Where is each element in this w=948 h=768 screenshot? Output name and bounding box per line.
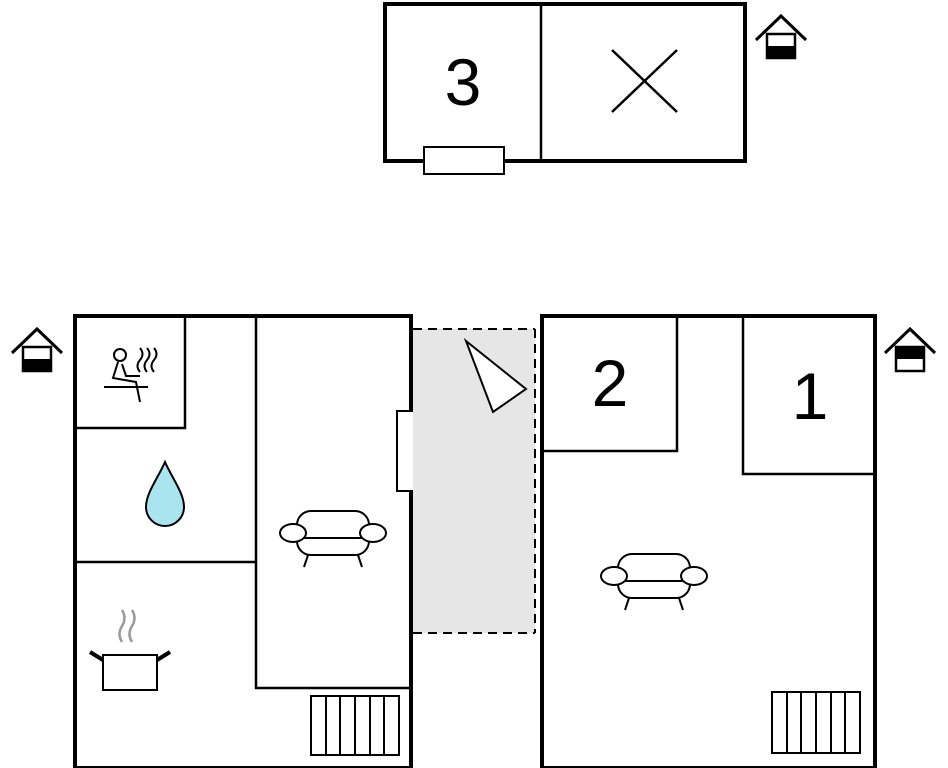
house-level-icon <box>883 326 937 373</box>
bedroom-1-walls <box>741 318 873 476</box>
compass-pointer-icon <box>463 337 528 414</box>
cooking-pot-icon <box>88 609 172 691</box>
right-outline <box>540 314 877 768</box>
room-number-2: 2 <box>592 346 629 420</box>
bedroom-2-walls <box>544 318 679 453</box>
radiator-icon <box>771 691 861 754</box>
terrace-fill <box>413 329 535 633</box>
covered-terrace <box>413 328 536 634</box>
sauna-icon <box>104 347 158 403</box>
house-level-icon <box>10 326 64 373</box>
sauna-walls <box>77 318 187 430</box>
sofa-icon <box>600 553 708 611</box>
annex-building: 3 <box>383 2 747 175</box>
annex-door <box>423 146 505 175</box>
main-building-right: 2 1 <box>540 314 877 768</box>
radiator-icon <box>310 695 400 756</box>
left-outline <box>73 314 413 768</box>
house-level-icon <box>754 13 808 60</box>
water-drop-icon <box>144 459 186 527</box>
room-number-1: 1 <box>792 359 829 433</box>
living-walls <box>254 318 409 690</box>
annex-outline <box>383 2 747 163</box>
sofa-icon <box>279 510 387 568</box>
void-cross-icon <box>611 49 678 113</box>
room-number-3: 3 <box>445 45 482 119</box>
